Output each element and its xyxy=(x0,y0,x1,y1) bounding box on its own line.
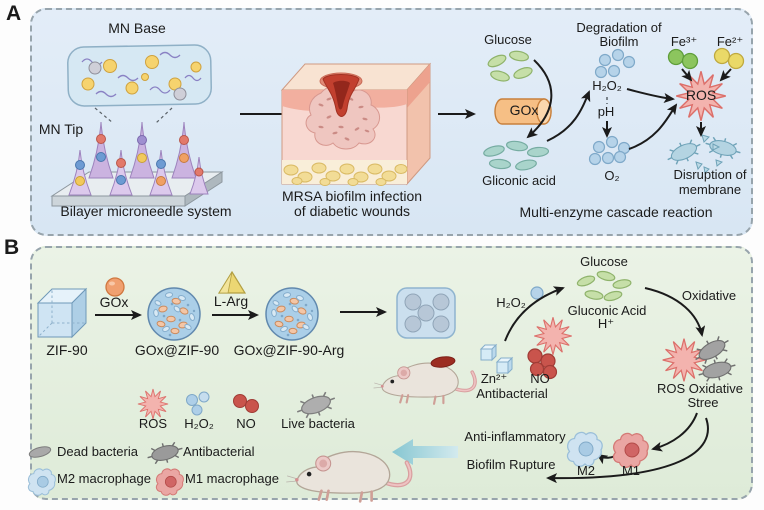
legend-no-icon xyxy=(233,394,259,413)
glucose-bacteria-icons-b xyxy=(576,270,632,302)
biofilm-h2o2-dots xyxy=(594,48,636,79)
arrow-to-biofilm-rupture xyxy=(546,417,709,484)
h2o2-label-b: H₂O₂ xyxy=(496,295,526,310)
h2o2-dot-icon-b xyxy=(530,286,544,300)
bilayer-microneedle-caption: Bilayer microneedle system xyxy=(60,203,232,219)
no-molecules-icon xyxy=(527,348,558,380)
legend-h2o2-label: H₂O₂ xyxy=(184,416,214,431)
gox-step-label: GOx xyxy=(99,294,129,310)
antibacterial-label-b: Antibacterial xyxy=(476,386,548,401)
gliconic-acid-label: Gliconic acid xyxy=(482,173,556,188)
o2-label: O₂ xyxy=(604,168,620,183)
zif90-cube-icon xyxy=(36,287,88,339)
gox-label-a: GOx xyxy=(509,102,539,118)
glucose-label-b: Glucose xyxy=(580,254,628,269)
fe2-ions-icon xyxy=(713,47,745,70)
mouse-wound-patch xyxy=(430,356,456,368)
legend-dead-bacteria-icon xyxy=(28,446,52,458)
ros-stress-label-line2: Stree xyxy=(687,395,719,410)
larg-pyramid-icon xyxy=(217,270,247,294)
gox-zif90-label: GOx@ZIF-90 xyxy=(134,342,220,358)
mn-base-slab-icon xyxy=(67,44,212,107)
arrow-oxidative xyxy=(644,287,706,337)
cascade-arrows xyxy=(526,59,732,150)
ph-label: pH xyxy=(597,104,615,119)
skin-block-illustration xyxy=(280,62,432,186)
microneedle-patch-icon xyxy=(396,287,456,339)
ros-stress-label-line1: ROS Oxidative xyxy=(657,381,743,396)
anti-inflammatory-label: Anti-inflammatory xyxy=(464,429,566,444)
legend-no-label: NO xyxy=(236,416,256,431)
disruption-label-line2: membrane xyxy=(678,182,742,197)
legend-antibacterial-label: Antibacterial xyxy=(183,444,255,459)
glucose-bacteria-icons-a xyxy=(487,50,533,82)
teal-healing-arrow xyxy=(392,439,458,465)
wound-caption-line2: of diabetic wounds xyxy=(294,203,410,219)
mn-base-label: MN Base xyxy=(108,20,166,36)
no-label: NO xyxy=(530,371,550,386)
legend-m2-macrophage-label: M2 macrophage xyxy=(57,471,151,486)
legend-live-bacteria-label: Live bacteria xyxy=(281,416,355,431)
panel-a-letter: A xyxy=(6,2,22,25)
o2-dots xyxy=(588,135,631,166)
membrane-fragments-icon xyxy=(662,132,744,175)
legend-h2o2-icon xyxy=(186,391,210,416)
zn-label: Zn²⁺ xyxy=(480,371,508,386)
arrow-stress-to-m1 xyxy=(651,412,698,452)
cascade-caption: Multi-enzyme cascade reaction xyxy=(519,204,713,220)
gliconic-acid-bacteria-icons xyxy=(483,140,550,171)
degradation-label-line1: Degradation of xyxy=(576,20,662,35)
zif90-label: ZIF-90 xyxy=(46,342,88,358)
oxidative-label: Oxidative xyxy=(681,288,737,303)
gluconic-acid-label-line1: Gluconic Acid xyxy=(567,303,647,318)
arrow-h2o2-to-glucose xyxy=(504,286,565,342)
fe3-ions-icon xyxy=(667,48,699,70)
degradation-label-line2: Biofilm xyxy=(599,34,639,49)
legend-ros-label: ROS xyxy=(138,416,168,431)
legend-dead-bacteria-label: Dead bacteria xyxy=(57,444,138,459)
m2-label: M2 xyxy=(576,463,596,478)
disruption-label-line1: Disruption of xyxy=(673,167,747,182)
fe3-label: Fe³⁺ xyxy=(670,34,698,49)
gox-cylinder-icon xyxy=(494,98,552,125)
fe2-label: Fe²⁺ xyxy=(716,34,744,49)
wound-caption-line1: MRSA biofilm infection xyxy=(281,188,423,204)
biofilm-rupture-label: Biofilm Rupture xyxy=(466,457,556,472)
gox-enzyme-ball-icon xyxy=(105,277,125,297)
glucose-label-a: Glucose xyxy=(484,32,532,47)
slab-to-tip-connectors xyxy=(94,107,173,124)
gluconic-acid-label-line2: H⁺ xyxy=(597,316,615,331)
mn-tip-label: MN Tip xyxy=(38,121,84,137)
microneedle-array-icon xyxy=(50,121,224,207)
larg-step-label: L-Arg xyxy=(213,293,249,309)
legend-m1-macrophage-label: M1 macrophage xyxy=(185,471,279,486)
panel-b-letter: B xyxy=(4,236,20,259)
m1-label: M1 xyxy=(621,463,641,478)
gox-zif90-arg-label: GOx@ZIF-90-Arg xyxy=(233,342,345,358)
h2o2-label-a: H₂O₂ xyxy=(592,78,622,93)
ros-label-a: ROS xyxy=(685,87,717,103)
